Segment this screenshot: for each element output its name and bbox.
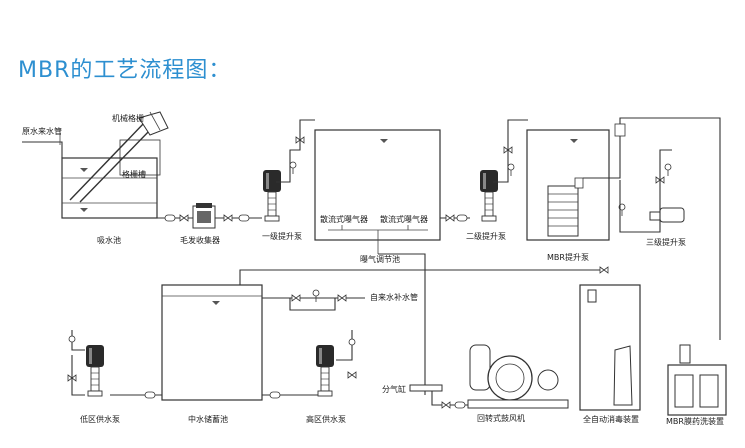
label-tap-water-makeup: 自来水补水管 xyxy=(370,293,418,302)
mbr-cleaning-unit xyxy=(667,344,727,416)
air-header xyxy=(409,384,443,392)
label-raw-water-pipe: 原水来水管 xyxy=(22,127,62,136)
diagram-title: MBR的工艺流程图： xyxy=(18,58,232,83)
label-rotary-blower: 回转式鼓风机 xyxy=(477,414,525,423)
raw-water-inlet-pipe xyxy=(22,141,63,158)
label-lift-pump-2: 二级提升泵 xyxy=(466,232,506,241)
label-reclaimed-storage: 中水储蓄池 xyxy=(188,415,228,424)
high-zone-pump xyxy=(315,344,335,397)
label-lift-pump-1: 一级提升泵 xyxy=(262,232,302,241)
label-hair-collector: 毛发收集器 xyxy=(180,236,220,245)
label-lift-pump-3: 三级提升泵 xyxy=(646,238,686,247)
lift-pump-2 xyxy=(479,169,499,222)
label-air-header: 分气缸 xyxy=(382,385,406,394)
label-low-zone-pump: 低区供水泵 xyxy=(80,415,120,424)
auto-disinfection-unit xyxy=(579,284,641,411)
label-aeration-tank: 曝气调节池 xyxy=(360,255,400,264)
label-screen-well: 格栅槽 xyxy=(122,170,146,179)
mbr-tank xyxy=(526,129,610,241)
reclaimed-storage-tank xyxy=(161,284,263,401)
label-mechanical-screen: 机械格栅 xyxy=(112,114,144,123)
label-suction-tank: 吸水池 xyxy=(97,236,121,245)
aeration-tank xyxy=(314,129,441,254)
hair-collector xyxy=(192,203,216,229)
label-auto-disinfection: 全自动消毒装置 xyxy=(583,415,639,424)
label-mbr-cleaning: MBR膜药洗装置 xyxy=(666,417,724,426)
mechanical-screen xyxy=(69,111,169,203)
label-high-zone-pump: 高区供水泵 xyxy=(306,415,346,424)
label-aerator-2: 散流式曝气器 xyxy=(380,215,428,224)
lift-pump-1 xyxy=(262,169,282,222)
label-aerator-1: 散流式曝气器 xyxy=(320,215,368,224)
label-mbr-tank: MBR提升泵 xyxy=(547,253,589,262)
suction-tank xyxy=(61,157,158,219)
lift-pump-3 xyxy=(649,207,685,223)
low-zone-pump xyxy=(85,344,105,397)
rotary-blower xyxy=(467,344,569,409)
